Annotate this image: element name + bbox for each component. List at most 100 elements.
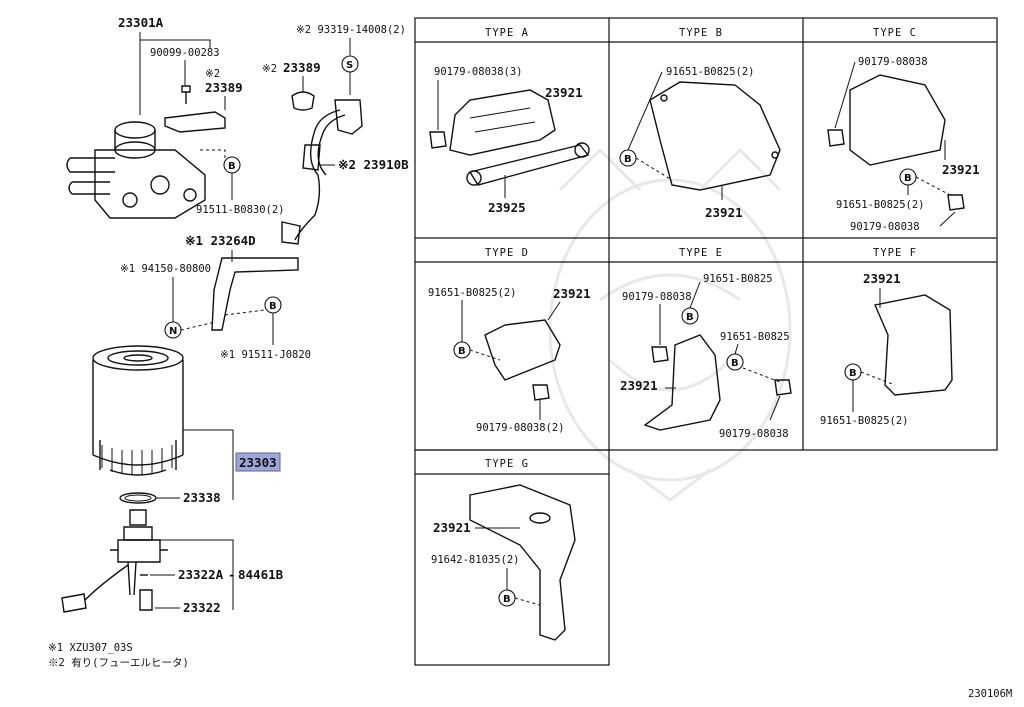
type-g-bracket-label: 23921 xyxy=(433,520,471,535)
type-a-rod-end-b xyxy=(574,142,590,158)
type-c-symbol-B-text: B xyxy=(904,173,912,184)
type-b-dash xyxy=(635,157,673,181)
bracket-23264D xyxy=(211,257,299,331)
type-d-bracket-leader xyxy=(547,301,561,321)
type-a-bracket xyxy=(449,89,556,156)
label-94150: ※1 94150-80800 xyxy=(120,263,211,275)
type-d-header: TYPE D xyxy=(485,247,529,259)
heater-wire xyxy=(294,109,341,241)
type-f-symbol-B-text: B xyxy=(849,368,857,379)
dash-N xyxy=(180,309,266,331)
type-c-nut-bottom-label: 90179-08038 xyxy=(850,221,920,233)
type-g-symbol-B-text: B xyxy=(503,594,511,605)
type-a-bolt-label: 90179-08038(3) xyxy=(434,66,523,78)
type-b-hole-a xyxy=(660,94,668,102)
type-e-bracket xyxy=(643,334,721,431)
footnote-2: ※2 有り(フューエルヒータ) xyxy=(48,656,189,669)
label-23389-b: 23389 xyxy=(283,60,321,75)
dash-B-head xyxy=(200,149,226,165)
left-assembly: 23301A 90099-00283 ※2 23389 B 91511-B083… xyxy=(48,15,409,669)
filter-head xyxy=(66,121,206,219)
leader-23301A xyxy=(139,32,211,115)
type-c-nut-top-leader xyxy=(834,61,856,129)
type-b-bolt-label: 91651-B0825(2) xyxy=(666,66,755,78)
type-e-symbol-B-mid xyxy=(726,353,744,371)
type-d-bracket xyxy=(484,319,561,381)
type-f-header: TYPE F xyxy=(873,247,917,259)
clamp-23389 xyxy=(291,91,315,111)
type-a-rod xyxy=(468,144,590,186)
type-a-nut xyxy=(429,131,447,149)
type-a-rod-label: 23925 xyxy=(488,200,526,215)
type-g-cell: TYPE G 23921 91642-81035(2) B xyxy=(431,458,576,641)
type-f-bracket-label: 23921 xyxy=(863,271,901,286)
label-dash: - xyxy=(228,567,236,582)
watermark xyxy=(548,147,792,502)
grid-frame-g xyxy=(414,449,610,666)
type-g-header: TYPE G xyxy=(485,458,529,470)
type-c-header: TYPE C xyxy=(873,27,917,39)
type-b-bolt-leader xyxy=(627,71,663,151)
type-c-bolt-label: 91651-B0825(2) xyxy=(836,199,925,211)
label-91511-B0830: 91511-B0830(2) xyxy=(196,204,285,216)
type-f-bolt-label: 91651-B0825(2) xyxy=(820,415,909,427)
label-90099-00283: 90099-00283 xyxy=(150,47,220,59)
gasket-inner xyxy=(124,494,152,502)
type-e-bolt-mid-leader xyxy=(734,343,739,355)
type-a-header: TYPE A xyxy=(485,27,529,39)
type-g-hole xyxy=(529,512,551,524)
type-a-bracket-detail xyxy=(469,107,536,133)
type-b-bracket-label: 23921 xyxy=(705,205,743,220)
type-e-bolt-mid-label: 91651-B0825 xyxy=(720,331,790,343)
type-c-nut-bottom xyxy=(947,194,965,211)
type-e-dash xyxy=(742,367,781,383)
type-d-cell: TYPE D 91651-B0825(2) B 23921 90179-0803… xyxy=(428,247,591,434)
type-g-bracket xyxy=(469,484,576,641)
label-93319: ※2 93319-14008(2) xyxy=(296,24,406,36)
label-23338: 23338 xyxy=(183,490,221,505)
water-sensor-23322 xyxy=(61,509,168,613)
symbol-B-bracket-text: B xyxy=(269,301,277,312)
footnote-1: ※1 XZU307_03S xyxy=(48,642,133,654)
type-d-nut xyxy=(532,384,550,401)
type-d-bolt-label: 91651-B0825(2) xyxy=(428,287,517,299)
type-b-hole-b xyxy=(771,151,779,159)
label-23389-a: 23389 xyxy=(205,80,243,95)
strap-23389 xyxy=(164,111,226,133)
wire-plug xyxy=(281,221,301,245)
type-e-bracket-label: 23921 xyxy=(620,378,658,393)
type-e-symbol-B-top xyxy=(681,307,699,325)
type-d-dash xyxy=(469,349,501,361)
label-23910B: ※2 23910B xyxy=(338,157,409,172)
type-a-rod-end-a xyxy=(466,170,482,186)
type-e-nut-top xyxy=(651,346,669,363)
symbol-N-text: N xyxy=(169,326,177,337)
type-f-bracket xyxy=(874,294,953,396)
type-c-bracket-label: 23921 xyxy=(942,162,980,177)
type-e-nut-bottom-leader xyxy=(769,395,781,421)
diagram-id: 230106M xyxy=(968,688,1012,700)
type-c-nut-bottom-leader xyxy=(939,211,956,227)
label-23303[interactable]: 23303 xyxy=(239,455,277,470)
type-c-dash xyxy=(915,176,951,196)
type-f-cell: TYPE F 23921 B 91651-B0825(2) xyxy=(820,247,953,427)
type-a-cell: TYPE A 90179-08038(3) 23921 23925 xyxy=(429,27,590,215)
type-e-nut-bottom-label: 90179-08038 xyxy=(719,428,789,440)
type-g-bolt-label: 91642-81035(2) xyxy=(431,554,520,566)
type-e-header: TYPE E xyxy=(679,247,723,259)
label-84461B: 84461B xyxy=(238,567,284,582)
fuel-filter-23303 xyxy=(92,345,184,476)
type-c-cell: TYPE C 90179-08038 23921 B 91651-B0825(2… xyxy=(827,27,980,233)
type-c-nut-top xyxy=(827,129,845,147)
wire-boot xyxy=(302,144,321,171)
type-e-nut-bottom xyxy=(774,379,792,396)
type-d-bracket-label: 23921 xyxy=(553,286,591,301)
type-c-nut-top-label: 90179-08038 xyxy=(858,56,928,68)
label-23322: 23322 xyxy=(183,600,221,615)
label-23322A: 23322A xyxy=(178,567,224,582)
type-f-dash xyxy=(860,371,896,386)
label-91511-J0820: ※1 91511-J0820 xyxy=(220,349,311,361)
leader-23303 xyxy=(183,429,234,500)
type-c-bracket xyxy=(849,74,946,166)
